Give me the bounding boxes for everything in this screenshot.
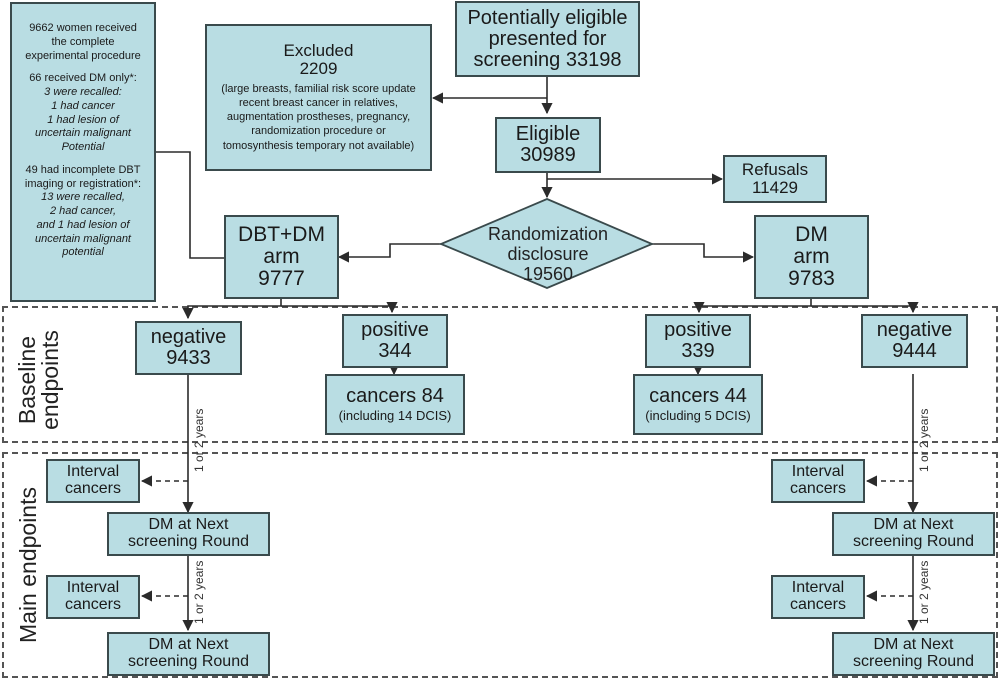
line-random-to-dbt (337, 243, 441, 263)
baseline-endpoints-region (2, 306, 998, 443)
interval-label: 1 or 2 years (192, 408, 206, 472)
excluded-box: Excluded 2209 (large breasts, familial r… (205, 24, 432, 171)
interval-cancers-box: Interval cancers (46, 575, 140, 619)
dm-arm-box: DM arm 9783 (754, 215, 869, 299)
eligible-box: Eligible 30989 (495, 117, 601, 173)
line-dbt-split (182, 297, 282, 320)
dm-positive-box: positive 339 (645, 314, 751, 368)
dm-negative-box: negative 9444 (861, 314, 968, 368)
refusals-box: Refusals 11429 (723, 155, 827, 203)
dbt-positive-box: positive 344 (342, 314, 448, 368)
dbt-negative-box: negative 9433 (135, 321, 242, 375)
side-note-box: 9662 women received the complete experim… (10, 2, 156, 302)
interval-cancers-box: Interval cancers (771, 459, 865, 503)
dbt-cancers-box: cancers 84 (including 14 DCIS) (325, 374, 465, 435)
interval-label: 1 or 2 years (192, 560, 206, 624)
line-random-to-dm (652, 243, 755, 263)
dbt-dm-arm-box: DBT+DM arm 9777 (224, 215, 339, 299)
randomization-diamond (438, 198, 655, 289)
dm-next-round-box: DM at Next screening Round (107, 632, 270, 676)
line-dm-split (693, 297, 812, 314)
line-note-to-dbt (155, 151, 224, 259)
potentially-eligible-box: Potentially eligible presented for scree… (455, 1, 640, 77)
main-endpoints-region (2, 452, 998, 678)
interval-label: 1 or 2 years (917, 560, 931, 624)
dm-cancers-box: cancers 44 (including 5 DCIS) (633, 374, 763, 435)
dm-next-round-box: DM at Next screening Round (832, 512, 995, 556)
interval-cancers-box: Interval cancers (771, 575, 865, 619)
interval-label: 1 or 2 years (917, 408, 931, 472)
randomization-label: Randomization disclosure 19560 (487, 224, 609, 284)
dm-next-round-box: DM at Next screening Round (832, 632, 995, 676)
interval-cancers-box: Interval cancers (46, 459, 140, 503)
dm-next-round-box: DM at Next screening Round (107, 512, 270, 556)
